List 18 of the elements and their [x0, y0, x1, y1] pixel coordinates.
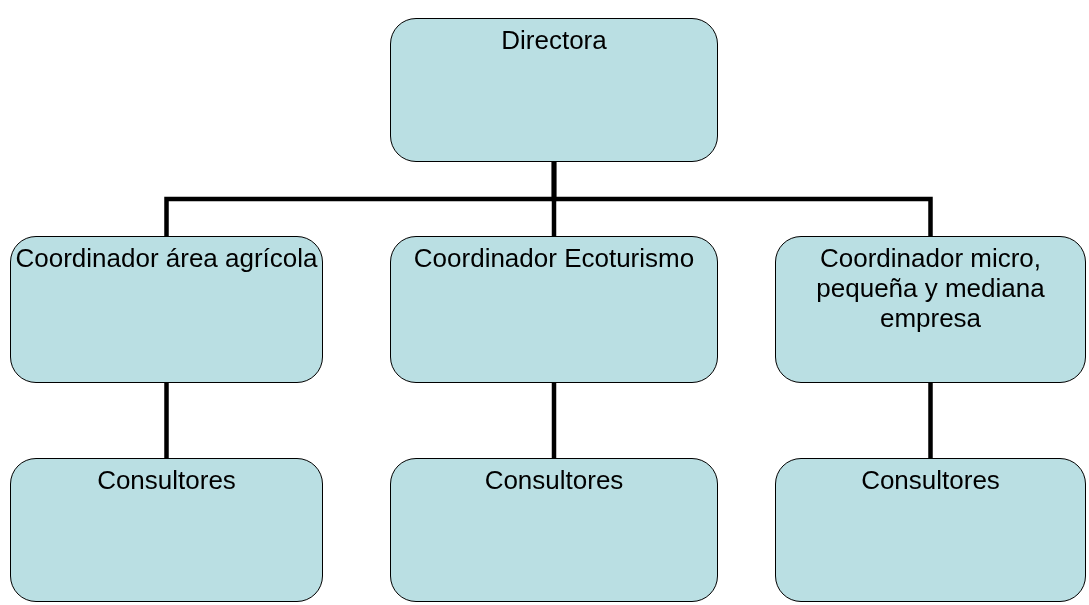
org-box: [390, 236, 718, 383]
connector-line: [164, 383, 169, 458]
org-box: [390, 18, 718, 162]
box-label: Consultores: [860, 465, 1001, 495]
org-box: [390, 458, 718, 602]
box-label: Coordinador micro, pequeña y mediana empresa: [815, 243, 1046, 333]
connector-line: [551, 383, 557, 458]
org-box: [775, 236, 1086, 383]
org-box: [10, 458, 323, 602]
box-label: Directora: [500, 25, 608, 55]
org-box: [775, 458, 1086, 602]
box-label: Coordinador área agrícola: [15, 243, 318, 273]
box-label: Consultores: [483, 465, 625, 495]
box-label: Coordinador Ecoturismo: [412, 243, 696, 273]
connector-line: [928, 383, 933, 458]
org-box: [10, 236, 323, 383]
connector-line: [551, 162, 933, 236]
box-label: Consultores: [96, 465, 237, 495]
